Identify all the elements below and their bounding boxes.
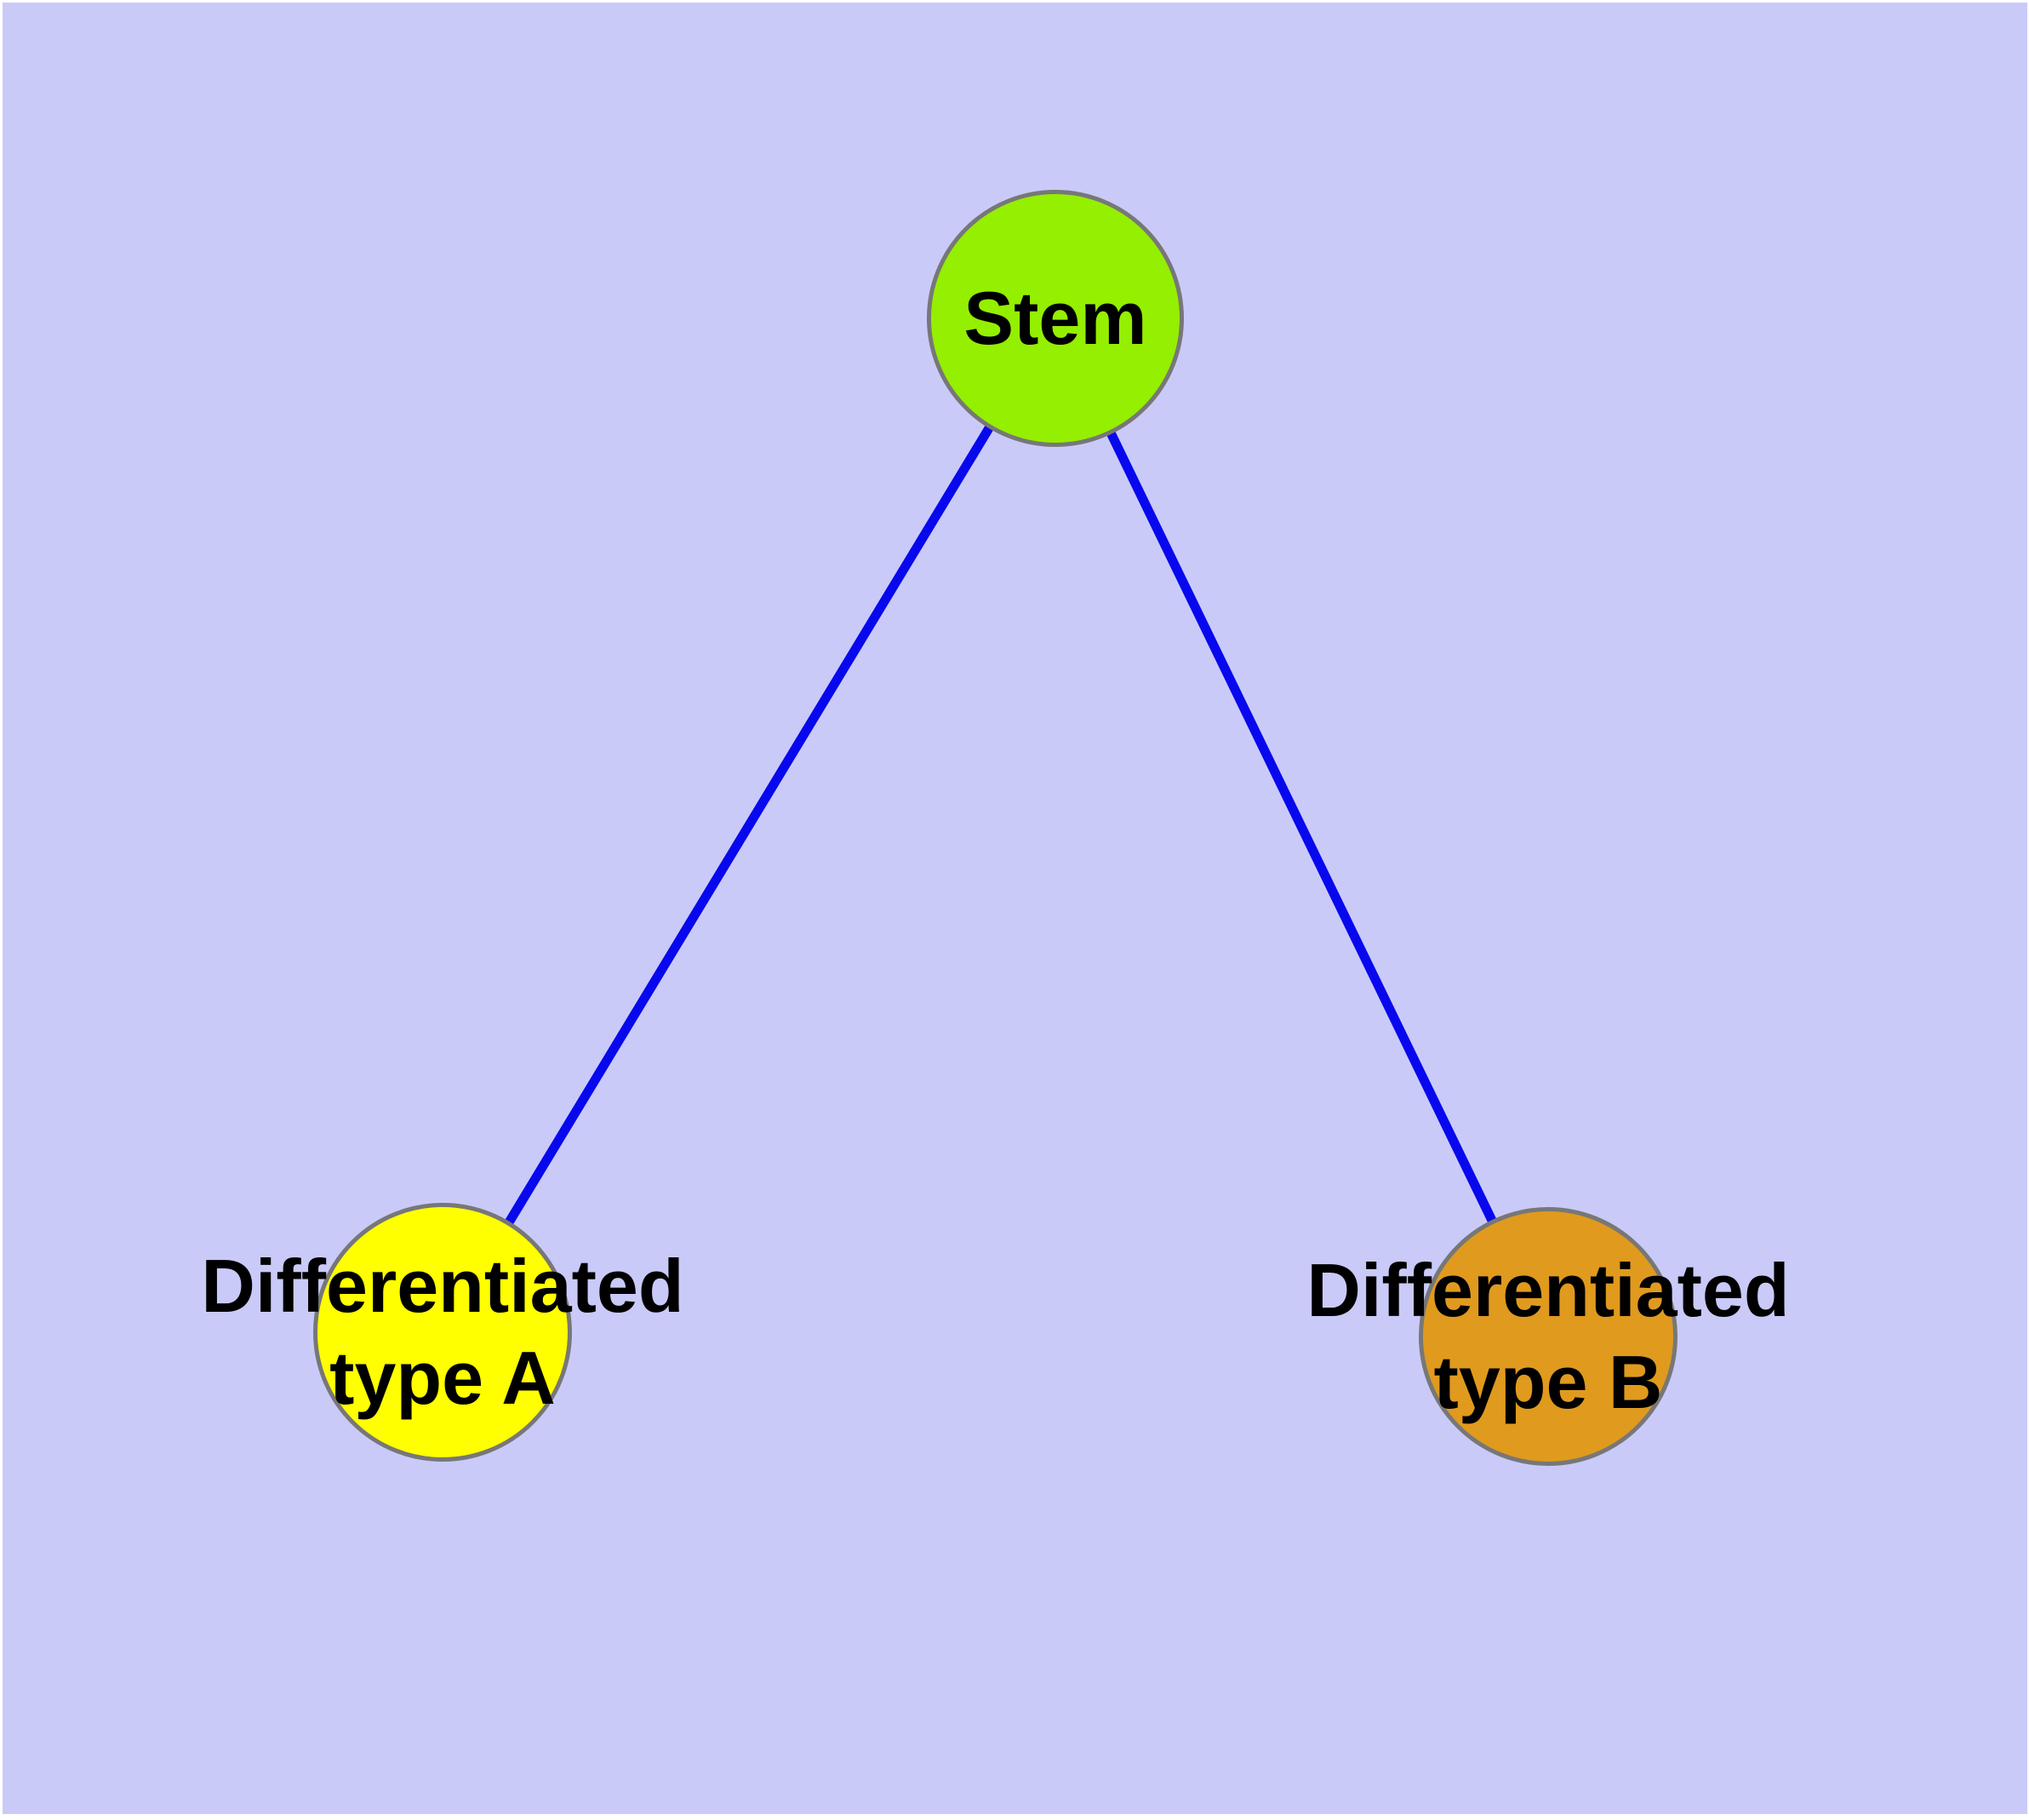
edge-stem-typeB [1051,316,1552,1339]
node-differentiated-type-a: Differentiated type A [201,1203,684,1462]
node-stem: Stem [927,190,1184,447]
node-differentiated-type-b: Differentiated type B [1306,1207,1790,1466]
node-stem-label: Stem [963,276,1147,360]
node-differentiated-type-a-label: Differentiated type A [201,1244,684,1420]
node-differentiated-type-b-label: Differentiated type B [1306,1248,1790,1424]
edge-stem-typeA [438,316,1060,1335]
